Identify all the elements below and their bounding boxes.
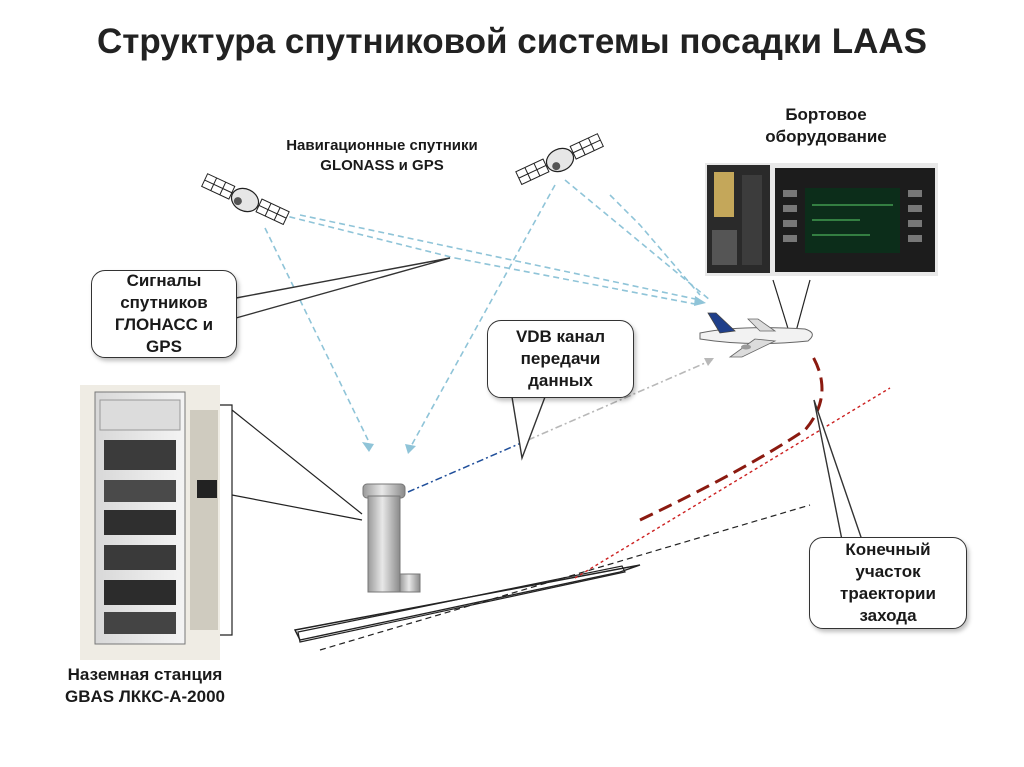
satellite-1-icon: [201, 173, 290, 226]
callout-signals-line1: Сигналы: [126, 271, 202, 290]
vdb-arrowhead: [704, 358, 714, 366]
callout-vdb-line1: VDB канал: [515, 327, 606, 346]
onboard-label-line2: оборудование: [765, 127, 887, 146]
signal-line-sat2-ground: [409, 184, 556, 449]
station-pointer-top: [231, 409, 363, 515]
signal-arrowheads: [362, 296, 706, 454]
callout-vdb-line3: данных: [528, 371, 593, 390]
callout-vdb-line2: передачи: [520, 349, 601, 368]
satellite-2-icon: [515, 133, 604, 186]
ground-station-label-line2: GBAS ЛККС-А-2000: [65, 687, 225, 706]
callout-final-line4: захода: [859, 606, 917, 625]
onboard-equipment-image: [705, 163, 938, 276]
callout-vdb: VDB канал передачи данных: [487, 320, 634, 398]
equipment-pointer-left: [772, 279, 791, 336]
callout-signals-line2: спутников: [120, 293, 208, 312]
signal-line-sat2-aircraft: [564, 179, 711, 301]
ground-station-image: [80, 385, 220, 660]
runway: [293, 564, 641, 641]
callout-final-line2: участок: [855, 562, 921, 581]
ground-antenna-icon: [362, 483, 421, 593]
callout-signals-line4: GPS: [146, 337, 182, 356]
station-pointer-bottom: [231, 494, 363, 521]
signal-line-sat1-center: [269, 211, 456, 259]
equipment-pointer-right: [794, 279, 811, 336]
arrowhead-ground-2: [405, 444, 416, 454]
arrowhead-aircraft: [694, 296, 706, 306]
callout-final-approach: Конечный участок траектории захода: [809, 537, 967, 629]
callout-final-line1: Конечный: [845, 540, 931, 559]
callout-signals-tail: [235, 257, 451, 319]
satellite-signal-lines: [264, 179, 711, 449]
callout-final-line3: траектории: [840, 584, 936, 603]
callout-final-tail: [813, 399, 863, 541]
vdb-link-gray: [527, 359, 713, 441]
vdb-link-blue: [407, 439, 529, 493]
satellites-label-line1: Навигационные спутники: [286, 137, 478, 154]
approach-trajectory: [639, 354, 824, 522]
onboard-label-line1: Бортовое: [785, 105, 867, 124]
extended-centerline: [319, 504, 811, 651]
aircraft-icon: [699, 312, 813, 358]
callout-signals: Сигналы спутников ГЛОНАСС и GPS: [91, 270, 237, 358]
station-bracket: [220, 404, 233, 636]
onboard-label: Бортовое оборудование: [756, 104, 896, 148]
signal-line-center-aircraft: [454, 257, 701, 306]
page-title: Структура спутниковой системы посадки LA…: [96, 22, 928, 61]
runway-outline: [297, 565, 626, 643]
signal-line-sat1-aircraft: [299, 214, 701, 301]
ground-station-label-line1: Наземная станция: [67, 665, 223, 684]
callout-signals-line3: ГЛОНАСС и: [114, 315, 214, 334]
satellites-label-line2: GLONASS и GPS: [320, 157, 444, 174]
glide-path-line: [574, 387, 891, 579]
signal-line-sat1-ground: [264, 227, 369, 441]
satellites-label: Навигационные спутники GLONASS и GPS: [262, 136, 502, 176]
signal-line-sat2-aircraft-b: [609, 194, 701, 296]
ground-station-label: Наземная станция GBAS ЛККС-А-2000: [30, 664, 260, 708]
callout-vdb-tail: [511, 396, 547, 461]
arrowhead-ground-1: [362, 442, 374, 452]
